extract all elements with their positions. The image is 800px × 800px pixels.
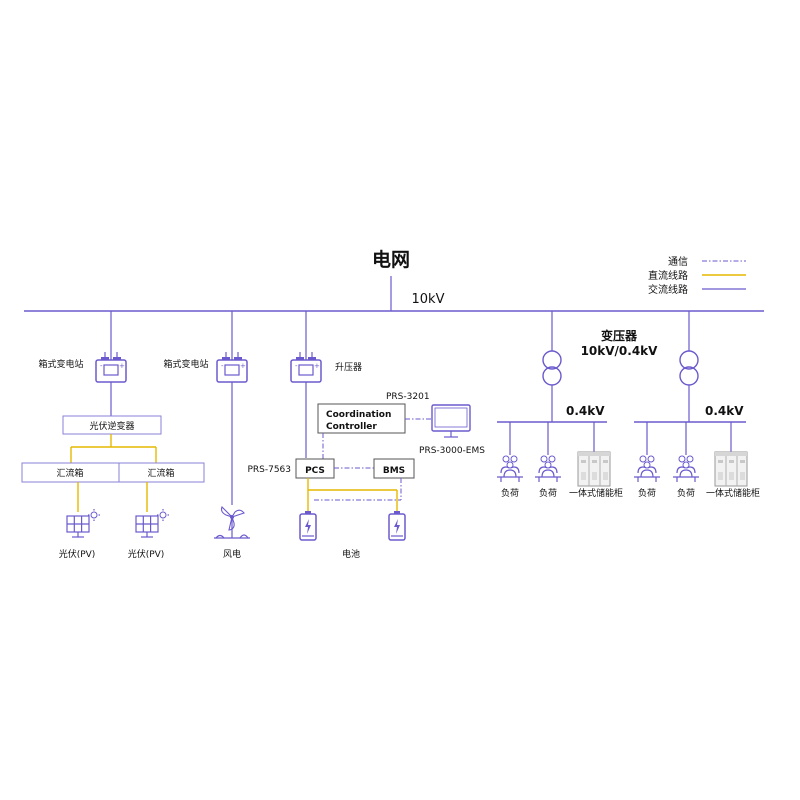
pv-1-label: 光伏(PV) [59,548,96,560]
bms-box [373,458,415,479]
feeder-2-load-1-label: 负荷 [638,487,656,499]
transformer-2-icon [679,350,699,386]
wind-label: 风电 [223,548,241,560]
combiner-2-box [118,462,205,483]
feeder-2-voltage: 0.4kV [705,404,744,418]
wind-turbine-icon [214,506,250,539]
booster-label: 升压器 [335,362,362,373]
legend-dc-label: 直流线路 [648,269,688,282]
feeder-1-load-1-icon [496,455,524,483]
battery-label: 电池 [342,548,360,560]
feeder-2-load-2-label: 负荷 [677,487,695,499]
feeder-2-cabinet-icon [714,451,748,487]
pcs-label: PCS [305,466,325,476]
ems-label: PRS-3000-EMS [419,446,485,456]
grid-title: 电网 [372,248,410,271]
prs-3201-label: PRS-3201 [386,392,430,402]
feeder-1-load-2-label: 负荷 [539,487,557,499]
ems-monitor-icon [431,404,471,438]
feeder-2-load-2-icon [672,455,700,483]
feeder-2-cabinet-label: 一体式储能柜 [706,487,760,499]
feeder-1-voltage: 0.4kV [566,404,605,418]
combiner-2-label: 汇流箱 [147,467,174,479]
coordination-controller-box [317,403,406,434]
legend: 通信 直流线路 交流线路 [648,256,746,296]
battery-1-icon [299,510,317,541]
pv-2-solar-icon [135,508,170,538]
legend-ac-label: 交流线路 [648,283,688,296]
pv-inverter-box [62,415,162,435]
feeder-1-load-1-label: 负荷 [501,487,519,499]
pv-2-label: 光伏(PV) [128,548,165,560]
transformer-1-icon [542,350,562,386]
feeder-1-load-2-icon [534,455,562,483]
coordination-controller-line1: Coordination [326,410,391,420]
feeder-1-cabinet-icon [577,451,611,487]
feeder-2-load-1-icon [633,455,661,483]
transformer-label-line1: 变压器 [601,328,638,343]
transformer-label-line2: 10kV/0.4kV [581,344,659,358]
combiner-1-label: 汇流箱 [56,467,83,479]
feeder-1-cabinet-label: 一体式储能柜 [569,487,623,499]
pv-1-solar-icon [66,508,101,538]
pv-inverter-label: 光伏逆变器 [89,420,134,432]
box-substation-1-label: 箱式变电站 [38,358,83,370]
box-substation-2-label: 箱式变电站 [163,358,208,370]
prs-7563-label: PRS-7563 [247,465,291,475]
bms-label: BMS [383,466,405,476]
coordination-controller-line2: Controller [326,422,377,432]
battery-2-icon [388,510,406,541]
grid-voltage: 10kV [412,292,445,307]
legend-comm-label: 通信 [668,256,688,268]
